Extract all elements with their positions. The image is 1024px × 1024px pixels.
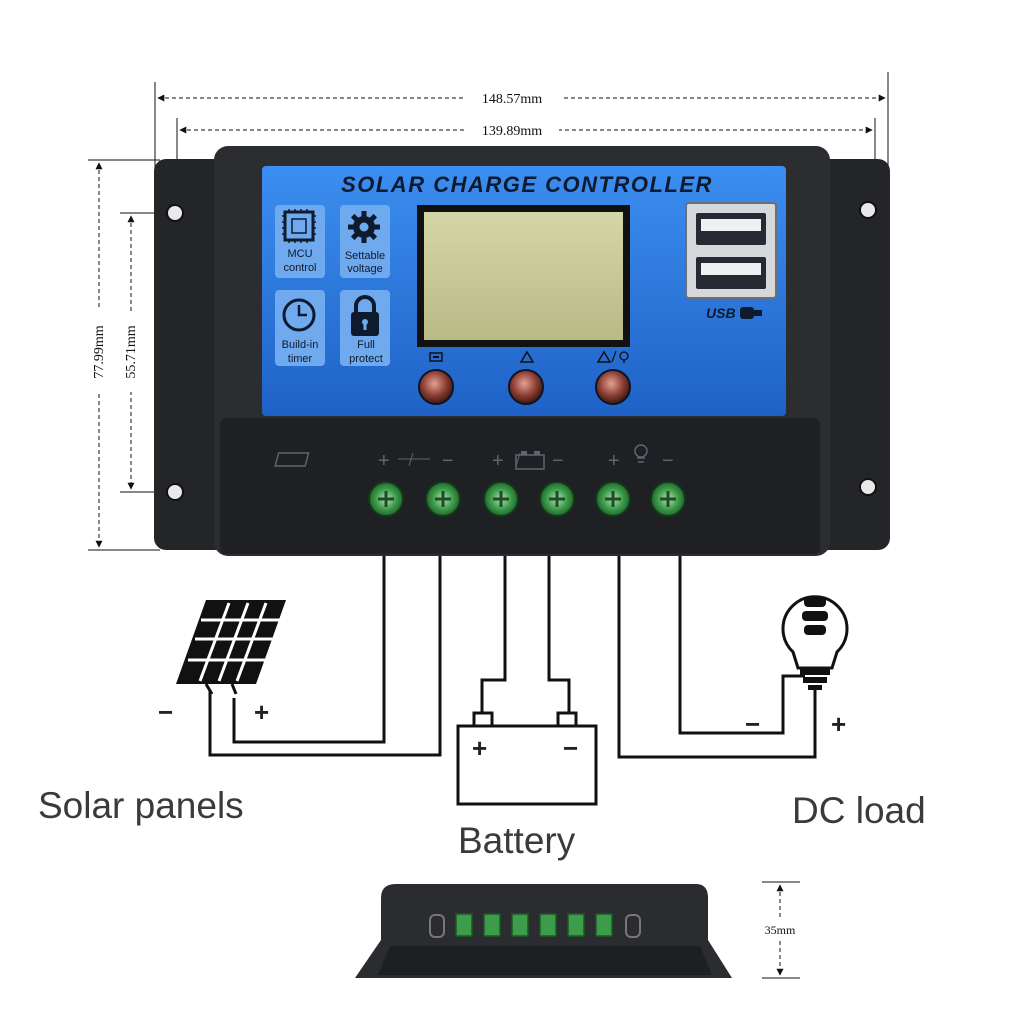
solar-panels-label: Solar panels — [38, 785, 244, 826]
panel-title: SOLAR CHARGE CONTROLLER — [341, 172, 713, 197]
overall-height-label: 77.99mm — [92, 325, 107, 378]
terminal-symbols: + − + − + − — [274, 444, 674, 472]
solar-minus-sign: − — [158, 697, 173, 727]
feature-mcu-control: MCU control — [275, 205, 325, 278]
menu-button[interactable] — [418, 369, 454, 405]
terminal-plus-sign: + — [492, 450, 504, 472]
battery-negative-wire — [547, 556, 571, 712]
feature-label: control — [283, 262, 316, 274]
depth-label: 35mm — [765, 923, 796, 937]
mounting-hole — [166, 204, 184, 222]
lock-icon — [351, 295, 379, 336]
feature-build-in-timer: Build-in timer — [275, 290, 325, 366]
battery-positive-wire — [480, 556, 507, 712]
solar-plus-sign: + — [254, 697, 269, 727]
load-positive-wire — [617, 556, 817, 759]
terminal-minus-sign: − — [662, 450, 674, 472]
mounting-hole — [859, 201, 877, 219]
warning-icon — [519, 350, 535, 363]
battery-label: Battery — [458, 820, 576, 861]
feature-label: Full — [357, 339, 375, 351]
controller-side-view — [355, 884, 732, 978]
battery-positive-terminal[interactable] — [483, 481, 519, 517]
hole-width-label: 139.89mm — [482, 124, 542, 139]
feature-settable-voltage: Settable voltage — [340, 205, 390, 278]
battery-negative-terminal[interactable] — [539, 481, 575, 517]
mounting-hole — [859, 478, 877, 496]
load-minus-sign: − — [745, 709, 760, 739]
select-button[interactable] — [508, 369, 544, 405]
screw-terminals — [368, 481, 686, 517]
feature-label: Build-in — [282, 339, 319, 351]
warning-icon — [596, 350, 612, 363]
feature-label: protect — [349, 353, 383, 365]
battery-icon — [456, 711, 598, 806]
usb-plug-icon — [740, 307, 762, 319]
usb-ports — [685, 202, 777, 299]
light-bulb-icon — [781, 595, 849, 690]
load-plus-sign: + — [831, 709, 846, 739]
mounting-hole — [166, 483, 184, 501]
battery-symbol-icon — [515, 451, 545, 470]
feature-label: voltage — [347, 263, 382, 275]
gear-icon — [348, 211, 380, 243]
bulb-indicator-icon — [611, 350, 629, 363]
feature-label: Settable — [345, 250, 385, 262]
feature-label: MCU — [287, 248, 312, 260]
load-button[interactable] — [595, 369, 631, 405]
side-terminal-openings — [429, 913, 641, 938]
lcd-screen — [424, 212, 623, 340]
terminal-plus-sign: + — [378, 450, 390, 472]
solar-negative-terminal[interactable] — [425, 481, 461, 517]
wiring — [208, 556, 817, 759]
load-negative-wire — [678, 556, 805, 735]
feature-full-protect: Full protect — [340, 290, 390, 366]
battery-minus-sign: − — [563, 733, 578, 763]
dimension-lines: 148.57mm 139.89mm 77.99mm 55.71mm 35mm — [88, 72, 889, 979]
solar-positive-terminal[interactable] — [368, 481, 404, 517]
overall-width-label: 148.57mm — [482, 92, 542, 107]
solar-panel-icon — [176, 600, 286, 695]
charge-controller: SOLAR CHARGE CONTROLLER MCU control Sett… — [154, 146, 890, 556]
terminal-minus-sign: − — [442, 450, 454, 472]
hole-height-label: 55.71mm — [124, 325, 139, 378]
solar-negative-wire — [208, 556, 442, 757]
terminal-block — [220, 418, 820, 554]
load-negative-terminal[interactable] — [650, 481, 686, 517]
battery-plus-sign: + — [472, 733, 487, 763]
battery-indicator-icon — [429, 352, 443, 362]
lamp-symbol-icon — [634, 444, 648, 463]
load-positive-terminal[interactable] — [595, 481, 631, 517]
clock-icon — [282, 298, 316, 332]
terminal-plus-sign: + — [608, 450, 620, 472]
dc-load-label: DC load — [792, 790, 926, 831]
usb-label: USB — [706, 305, 736, 321]
feature-label: timer — [288, 353, 313, 365]
mcu-chip-icon — [282, 209, 316, 243]
terminal-minus-sign: − — [552, 450, 564, 472]
solar-positive-wire — [232, 556, 386, 744]
